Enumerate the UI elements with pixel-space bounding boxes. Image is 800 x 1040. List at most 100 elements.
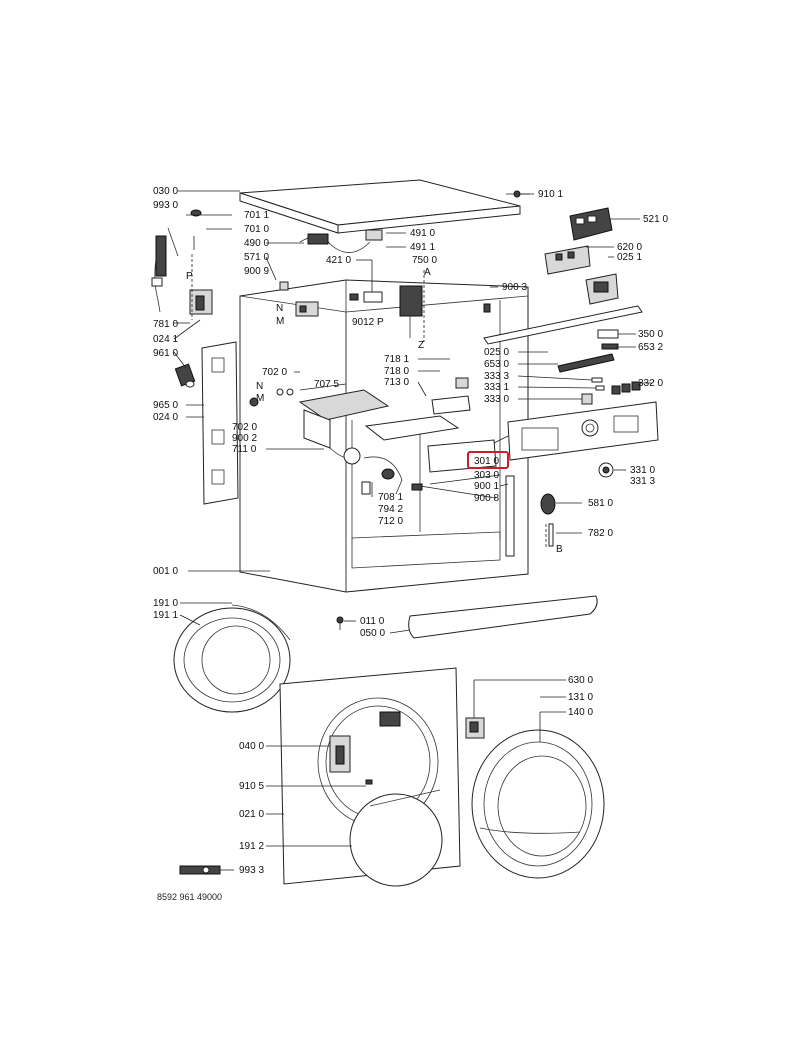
label-030-0: 030 0 (153, 186, 178, 197)
label-702-0-b: 702 0 (232, 422, 257, 433)
door-glass-191-2 (349, 789, 443, 887)
clip-900-9 (279, 281, 289, 291)
detergent-dispenser (298, 389, 390, 465)
inlet-hose (151, 209, 202, 313)
label-961-0: 961 0 (153, 348, 178, 359)
part-333-3 (591, 377, 603, 383)
side-strip-900-1 (505, 475, 515, 557)
label-025-0: 025 0 (484, 347, 509, 358)
label-782-0: 782 0 (588, 528, 613, 539)
label-303-0: 303 0 (474, 470, 499, 481)
label-900-8: 900 8 (474, 493, 499, 504)
document-id: 8592 961 49000 (157, 892, 223, 902)
label-9012-P: 9012 P (352, 317, 384, 328)
label-490-0: 490 0 (244, 238, 269, 249)
label-708-1: 708 1 (378, 492, 403, 503)
door-ring-140 (471, 729, 605, 879)
module-025-1 (585, 273, 619, 305)
label-521-0: 521 0 (643, 214, 668, 225)
label-191-1: 191 1 (153, 610, 178, 621)
display-board (544, 245, 591, 275)
buttons-332-0 (611, 381, 641, 395)
label-571-0: 571 0 (244, 252, 269, 263)
label-491-0: 491 0 (410, 228, 435, 239)
screw-011-0 (336, 616, 344, 630)
label-718-1: 718 1 (384, 354, 409, 365)
label-025-1: 025 1 (617, 252, 642, 263)
tray-718 (431, 377, 471, 415)
label-750-0: 750 0 (412, 255, 437, 266)
label-131-0: 131 0 (568, 692, 593, 703)
label-965-0: 965 0 (153, 400, 178, 411)
label-M-1: M (276, 316, 284, 327)
label-001-0: 001 0 (153, 566, 178, 577)
part-333-0 (581, 393, 593, 405)
door-hinge-131 (465, 717, 485, 739)
highlight-box-301-0 (467, 451, 509, 469)
label-021-0: 021 0 (239, 809, 264, 820)
door-lock-993-3 (179, 865, 221, 875)
label-781-0: 781 0 (153, 319, 178, 330)
label-421-0: 421 0 (326, 255, 351, 266)
label-653-2: 653 2 (638, 342, 663, 353)
label-331-0: 331 0 (630, 465, 655, 476)
label-A: A (424, 267, 431, 278)
label-N-2: N (256, 381, 263, 392)
rod-782-0 (548, 523, 554, 547)
label-191-2: 191 2 (239, 841, 264, 852)
cross-rail (483, 305, 643, 345)
label-350-0: 350 0 (638, 329, 663, 340)
label-P-1: P (186, 271, 193, 282)
label-701-1: 701 1 (244, 210, 269, 221)
fittings-702 (249, 388, 294, 407)
drain-hose (361, 456, 403, 495)
bracket-421-0 (349, 291, 383, 303)
label-910-1: 910 1 (538, 189, 563, 200)
label-333-1: 333 1 (484, 382, 509, 393)
label-332-0: 332 0 (638, 378, 663, 389)
label-301-0: 301 0 (474, 456, 499, 467)
door-seal (173, 604, 291, 713)
label-040-0: 040 0 (239, 741, 264, 752)
kick-plate (408, 595, 598, 639)
label-B: B (556, 544, 563, 555)
label-024-1: 024 1 (153, 334, 178, 345)
leader-lines (173, 190, 652, 871)
label-140-0: 140 0 (568, 707, 593, 718)
label-620-0: 620 0 (617, 242, 642, 253)
label-024-0: 024 0 (153, 412, 178, 423)
part-labels: 030 0 993 0 701 1 701 0 490 0 571 0 900 … (153, 186, 668, 876)
label-N-1: N (276, 303, 283, 314)
dispenser-drawer (364, 415, 497, 473)
control-board (569, 207, 613, 241)
wiring-harness (299, 229, 383, 253)
label-M-2: M (256, 393, 264, 404)
label-011-0: 011 0 (360, 616, 385, 627)
side-panel-bracket (201, 341, 239, 505)
filter-961-0 (174, 363, 196, 388)
label-900-1: 900 1 (474, 481, 499, 492)
label-900-2: 900 2 (232, 433, 257, 444)
pump-assembly (189, 236, 213, 315)
control-panel-fascia (483, 401, 659, 461)
label-630-0: 630 0 (568, 675, 593, 686)
label-491-1: 491 1 (410, 242, 435, 253)
pressure-switch-750 (399, 285, 423, 338)
label-712-0: 712 0 (378, 516, 403, 527)
label-993-3: 993 3 (239, 865, 264, 876)
label-702-0-a: 702 0 (262, 367, 287, 378)
label-900-3: 900 3 (502, 282, 527, 293)
part-303-0 (411, 483, 423, 491)
label-581-0: 581 0 (588, 498, 613, 509)
label-993-0: 993 0 (153, 200, 178, 211)
label-333-0: 333 0 (484, 394, 509, 405)
part-350-0 (597, 329, 619, 339)
label-718-0: 718 0 (384, 366, 409, 377)
selector-581-0 (540, 493, 556, 515)
label-794-2: 794 2 (378, 504, 403, 515)
part-653-2 (601, 343, 619, 350)
clip-900-3 (483, 303, 491, 313)
label-707-5: 707 5 (314, 379, 339, 390)
top-lid (239, 179, 521, 234)
